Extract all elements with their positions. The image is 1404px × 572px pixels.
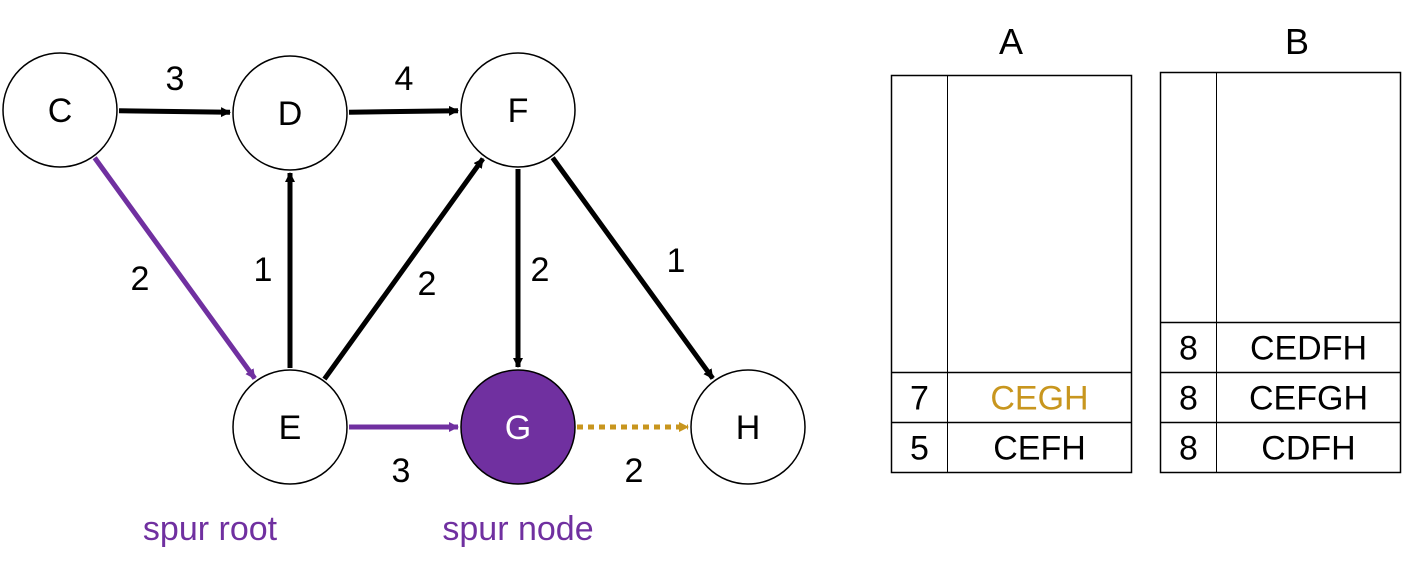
node-c-circle	[2, 52, 118, 168]
edge-weight-f-g: 2	[531, 251, 550, 289]
table-row-cost: 5	[910, 430, 929, 468]
edge-weight-g-h: 2	[625, 452, 644, 490]
table-a-title: A	[999, 21, 1023, 62]
table-b-title: B	[1285, 21, 1309, 62]
table-a: A 7 CEGH 5 CEFH	[890, 21, 1133, 474]
table-row-path: CEGH	[990, 380, 1088, 418]
edge-c-e	[92, 156, 257, 380]
node-e: E	[232, 369, 348, 485]
node-d: D	[232, 55, 348, 171]
node-e-label: E	[279, 409, 302, 447]
table-row: 8 CDFH	[1160, 421, 1401, 468]
table-a-rows: 7 CEGH 5 CEFH	[891, 371, 1132, 468]
node-f-label: F	[508, 92, 529, 130]
node-g-label: G	[505, 409, 531, 447]
node-h: H	[690, 369, 806, 485]
table-row: 5 CEFH	[891, 421, 1132, 468]
node-h-circle	[690, 369, 806, 485]
table-row-cost: 8	[1179, 330, 1198, 368]
edge-weight-e-g: 3	[392, 452, 411, 490]
graph-edges	[92, 105, 715, 432]
node-f-circle	[460, 52, 576, 168]
table-row-cost: 8	[1179, 380, 1198, 418]
edge-weight-e-f: 2	[418, 265, 437, 303]
edge-weight-c-d: 3	[166, 60, 185, 98]
node-d-circle	[232, 55, 348, 171]
table-row: 8 CEDFH	[1160, 321, 1401, 368]
spur-node-label: spur node	[442, 510, 593, 548]
table-row-cost: 8	[1179, 430, 1198, 468]
edge-weight-d-f: 4	[395, 60, 414, 98]
spur-root-label: spur root	[143, 510, 278, 548]
graph-edge-weights: 3 4 2 1 2 2 1 3 2	[131, 60, 686, 490]
edge-weight-f-h: 1	[667, 242, 686, 280]
table-a-frame	[890, 74, 1133, 474]
table-row: 8 CEFGH	[1160, 371, 1401, 418]
table-row-cost: 7	[910, 380, 929, 418]
table-row-path: CDFH	[1261, 430, 1355, 468]
edge-c-d	[118, 107, 232, 118]
edge-f-h	[550, 156, 715, 380]
node-c: C	[2, 52, 118, 168]
node-h-label: H	[736, 409, 761, 447]
table-row-path: CEFH	[993, 430, 1086, 468]
node-c-label: C	[48, 92, 73, 130]
node-d-label: D	[278, 95, 303, 133]
node-f: F	[460, 52, 576, 168]
node-g: G	[460, 369, 576, 485]
edge-e-f	[322, 157, 485, 381]
edge-weight-c-e: 2	[131, 260, 150, 298]
node-e-circle	[232, 369, 348, 485]
table-b-frame	[1159, 71, 1402, 474]
edge-weight-e-d: 1	[254, 251, 273, 289]
table-row: 7 CEGH	[891, 371, 1132, 418]
edge-d-f	[348, 105, 460, 116]
node-g-circle	[460, 369, 576, 485]
graph-nodes: C D F E G H	[2, 52, 806, 485]
table-row-path: CEDFH	[1250, 330, 1367, 368]
table-row-path: CEFGH	[1249, 380, 1368, 418]
